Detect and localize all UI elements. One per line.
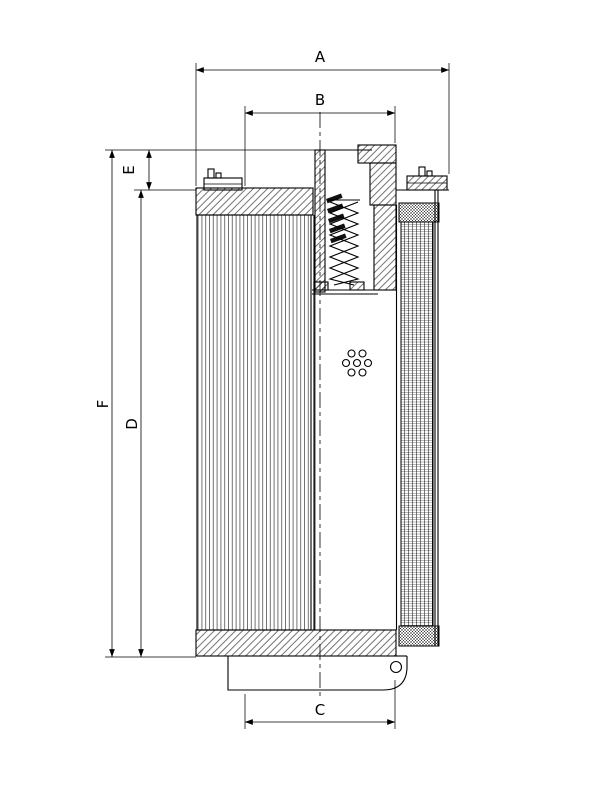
valve-left-wall <box>314 149 326 293</box>
valve-top-cap <box>357 144 397 164</box>
dimension-label-e: E <box>120 165 138 174</box>
valve-seat <box>312 281 378 295</box>
dimension-f: F <box>94 149 115 658</box>
right-bleed-fitting <box>406 166 448 191</box>
bypass-spring <box>328 199 360 286</box>
bypass-valve-housing <box>312 144 397 295</box>
o-ring-section <box>389 660 403 674</box>
dimension-label-c: C <box>315 701 325 719</box>
mesh-top-retainer <box>398 202 440 223</box>
dimension-d: D <box>123 189 144 658</box>
bottom-cup <box>227 655 408 691</box>
dimension-label-f: F <box>94 400 112 409</box>
dimension-label-a: A <box>315 48 326 66</box>
dimension-c: C <box>244 680 396 729</box>
mesh-band <box>400 221 434 627</box>
dimension-label-d: D <box>123 418 141 430</box>
outer-mesh-screen <box>395 189 449 647</box>
dimension-e: E <box>120 149 152 191</box>
valve-lower-wall <box>373 204 397 291</box>
valve-upper-wall <box>369 162 397 206</box>
top-end-cap <box>195 187 314 216</box>
dimension-a: A <box>195 48 450 186</box>
dimension-label-b: B <box>315 91 325 109</box>
perforation-holes <box>341 349 373 377</box>
bottom-end-cap <box>195 629 397 657</box>
mesh-bottom-retainer <box>398 625 440 647</box>
pleated-filter-media <box>196 214 312 631</box>
dimension-b: B <box>244 91 396 186</box>
left-bleed-fitting <box>203 168 243 191</box>
